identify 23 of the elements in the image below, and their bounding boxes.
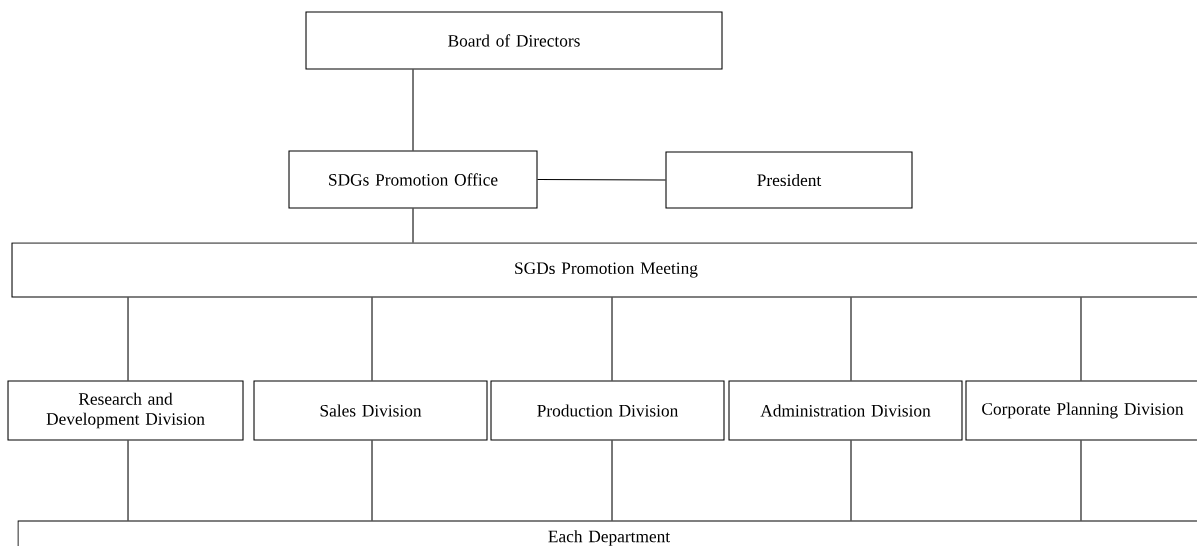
connector-line	[1080, 297, 1082, 381]
connector-line	[850, 440, 852, 521]
org-box: Production Division	[490, 380, 725, 441]
connector-line	[371, 297, 373, 381]
org-box: Corporate Planning Division	[965, 380, 1197, 441]
connector-line	[371, 440, 373, 521]
connector-line	[127, 297, 129, 381]
connector-line	[850, 297, 852, 381]
org-box: Administration Division	[728, 380, 963, 441]
org-box: SDGs Promotion Office	[288, 150, 538, 209]
org-box: Sales Division	[253, 380, 488, 441]
connector-line	[611, 440, 613, 521]
org-box: SGDs Promotion Meeting	[11, 242, 1197, 298]
connector-line	[412, 69, 414, 151]
org-box: Research and Development Division	[7, 380, 244, 441]
connector-line	[611, 297, 613, 381]
connector-line	[127, 440, 129, 521]
org-box: Board of Directors	[305, 11, 723, 70]
org-box: President	[665, 151, 913, 209]
connector-line	[412, 208, 414, 243]
connector-line	[1080, 440, 1082, 521]
connector-line	[537, 178, 666, 181]
org-box: Each Department	[17, 520, 1197, 546]
